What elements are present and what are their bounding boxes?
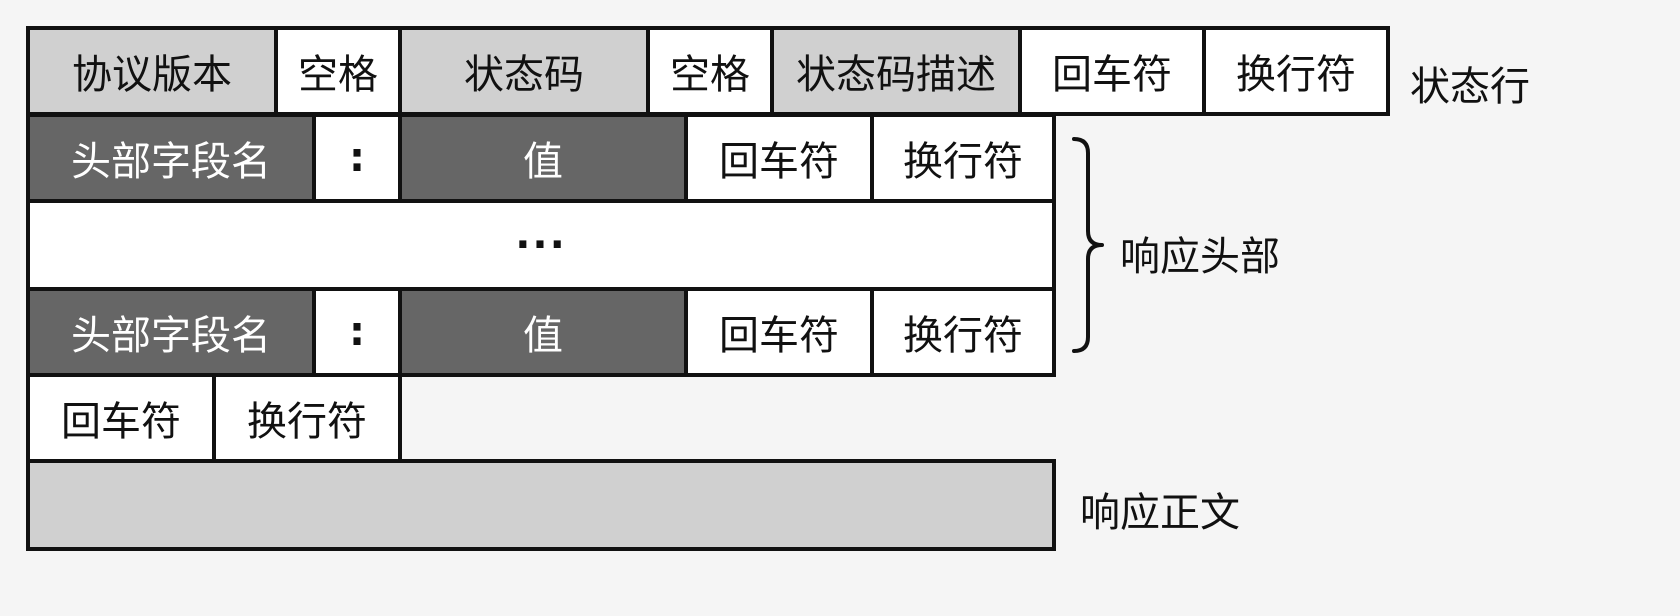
- status-line-space-2: 空格: [646, 26, 774, 116]
- status-line-status-code: 状态码: [398, 26, 650, 116]
- status-line-protocol-version: 协议版本: [26, 26, 278, 116]
- header-value: 值: [398, 113, 688, 203]
- status-line-line-feed: 换行符: [1202, 26, 1390, 116]
- response-body-block: [26, 459, 1056, 551]
- header-field-name: 头部字段名: [26, 287, 316, 377]
- header-line-feed: 换行符: [870, 287, 1056, 377]
- status-line-status-description: 状态码描述: [770, 26, 1022, 116]
- response-body-label: 响应正文: [1080, 490, 1240, 536]
- header-colon: :: [312, 113, 402, 203]
- headers-brace: [1072, 137, 1104, 353]
- blank-line-line-feed: 换行符: [212, 373, 402, 463]
- status-line-carriage-return: 回车符: [1018, 26, 1206, 116]
- status-line-label: 状态行: [1410, 64, 1530, 110]
- header-field-name: 头部字段名: [26, 113, 316, 203]
- header-colon: :: [312, 287, 402, 377]
- headers-label: 响应头部: [1120, 234, 1280, 280]
- status-line-space-1: 空格: [274, 26, 402, 116]
- header-line-feed: 换行符: [870, 113, 1056, 203]
- header-value: 值: [398, 287, 688, 377]
- header-carriage-return: 回车符: [684, 113, 874, 203]
- blank-line-carriage-return: 回车符: [26, 373, 216, 463]
- header-carriage-return: 回车符: [684, 287, 874, 377]
- header-ellipsis-row: ···: [26, 199, 1056, 291]
